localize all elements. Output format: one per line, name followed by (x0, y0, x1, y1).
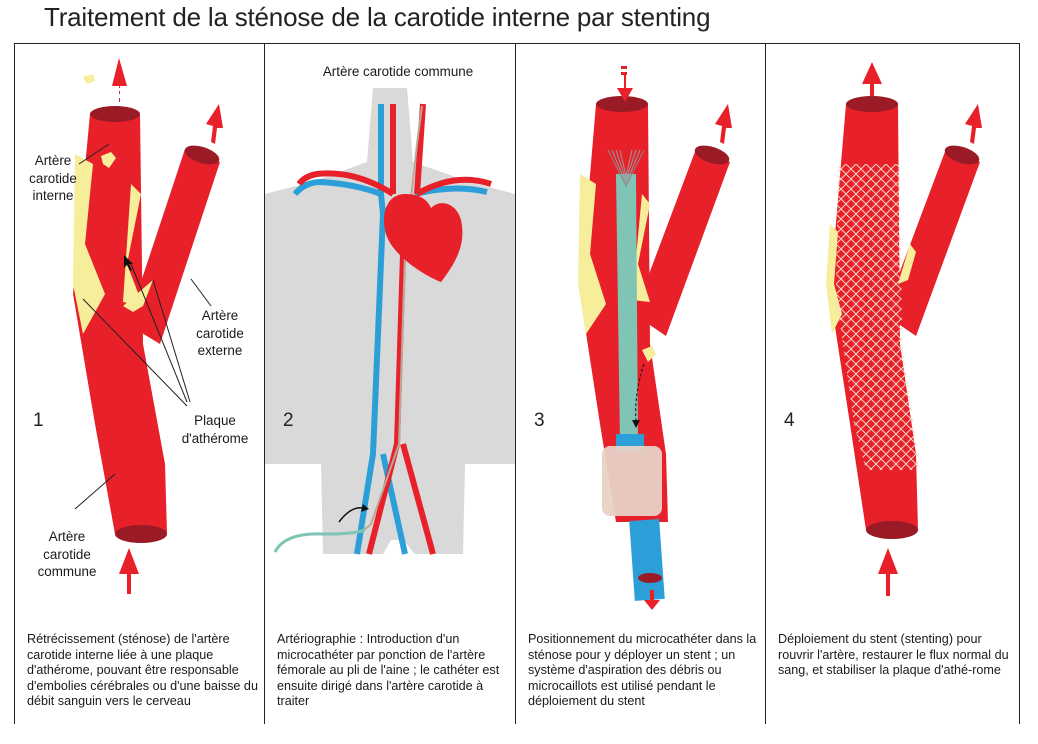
panel-2: 2 Artère carotide commune Artériographie… (265, 44, 515, 724)
panel-caption: Artériographie : Introduction d'un micro… (277, 632, 500, 709)
page-title: Traitement de la sténose de la carotide … (44, 2, 711, 32)
step-number: 3 (534, 410, 545, 431)
panel-divider (515, 44, 516, 724)
label-external-carotid: Artère carotide externe (196, 308, 244, 358)
step-number: 4 (784, 410, 795, 431)
panel-caption: Positionnement du microcathéter dans la … (528, 632, 757, 709)
panel-3: 3 Positionnement du microcathéter dans l… (516, 44, 766, 724)
label-plaque: Plaque d'athérome (181, 413, 249, 446)
panel-divider (264, 44, 265, 724)
label-common-carotid: Artère carotide commune (322, 64, 474, 79)
step-number: 2 (283, 410, 294, 431)
panel-1: 1 Artère carotide interne Artère carotid… (15, 44, 265, 724)
panel-divider (765, 44, 766, 724)
title-divider (14, 43, 1020, 44)
label-common-carotid: Artère carotide commune (37, 529, 97, 579)
panel-divider (1019, 44, 1020, 724)
panel-divider (14, 44, 15, 724)
arteriography-illustration (265, 88, 515, 555)
panel-4: 4 Déploiement du stent (stenting) pour r… (766, 44, 1016, 724)
panel-caption: Déploiement du stent (stenting) pour rou… (778, 632, 1009, 678)
label-internal-carotid: Artère carotide interne (29, 153, 77, 203)
panel-caption: Rétrécissement (sténose) de l'artère car… (27, 632, 258, 709)
catheter-positioning-illustration (578, 66, 732, 610)
carotid-stenosis-illustration (73, 58, 223, 594)
stent-deployed-illustration (826, 62, 982, 596)
step-number: 1 (33, 410, 44, 431)
